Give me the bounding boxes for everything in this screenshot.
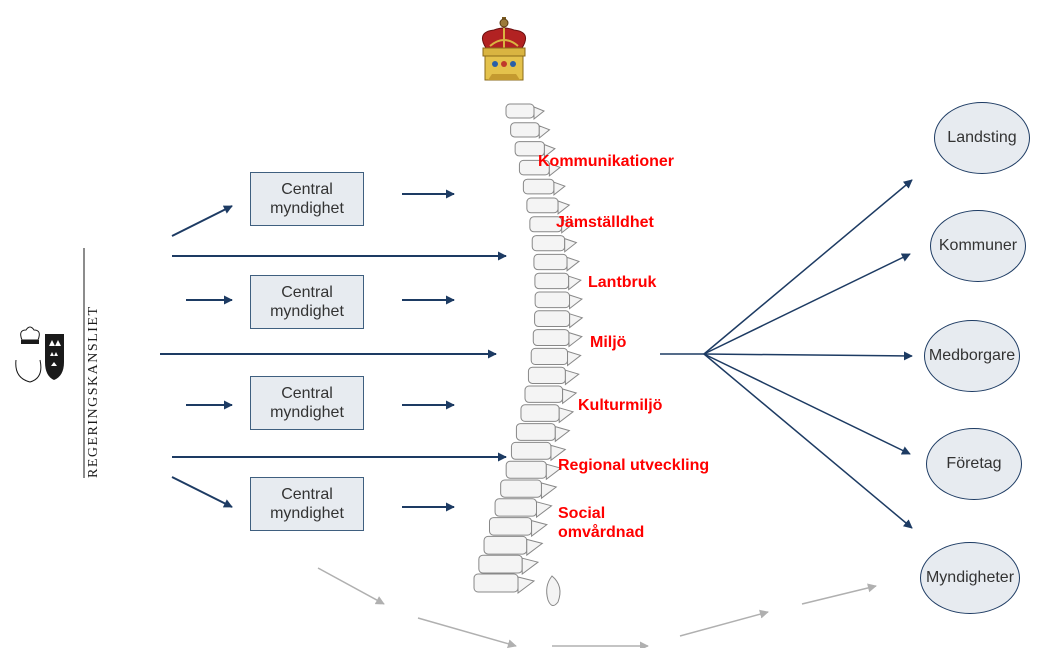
vertebra-process [559, 408, 573, 423]
vertebra [521, 405, 559, 422]
vertebra-process [568, 351, 581, 365]
topic-lantbruk: Lantbruk [588, 273, 656, 292]
vertebra-process [532, 521, 547, 537]
agency-box: Central myndighet [250, 275, 364, 329]
vertebra-process [570, 314, 583, 328]
vertebra-process [554, 182, 565, 195]
topic-miljo: Miljö [590, 333, 626, 352]
vertebra [484, 536, 527, 554]
topic-jamstalldhet: Jämställdhet [556, 213, 654, 232]
topic-social-omvardnad: Social omvårdnad [558, 504, 644, 542]
logo-wordmark: REGERINGSKANSLIET [86, 238, 116, 478]
agency-box-line2: myndighet [270, 504, 344, 523]
crown-icon [482, 17, 525, 80]
topic-regional-utveckling: Regional utveckling [558, 456, 709, 475]
outgoing-arrows [660, 180, 912, 528]
agency-box-line2: myndighet [270, 403, 344, 422]
vertebra-process [569, 276, 581, 289]
vertebra [506, 104, 534, 118]
vertebra [523, 179, 554, 194]
agency-box-line1: Central [281, 180, 333, 199]
vertebra [535, 311, 570, 327]
agency-box-line1: Central [281, 283, 333, 302]
vertebra [474, 574, 518, 592]
vertebra-process [534, 107, 544, 119]
vertebra [511, 123, 540, 137]
agency-box-line2: myndighet [270, 302, 344, 321]
target-foretag: Företag [926, 428, 1022, 500]
crown-shield-emblem [16, 248, 84, 478]
agency-box-line1: Central [281, 384, 333, 403]
vertebra-process [555, 427, 569, 442]
vertebra-process [565, 370, 578, 384]
vertebra-process [570, 295, 582, 309]
vertebra-process [518, 577, 534, 593]
topic-kulturmiljo: Kulturmiljö [578, 396, 662, 415]
agency-box: Central myndighet [250, 477, 364, 531]
target-landsting: Landsting [934, 102, 1030, 174]
arrow-to-medborgare [704, 354, 912, 356]
vertebra [531, 348, 567, 364]
vertebra-process [563, 389, 577, 403]
vertebra [535, 273, 569, 288]
vertebra [489, 518, 531, 536]
vertebra-process [537, 502, 552, 517]
vertebra-process [522, 558, 538, 574]
target-myndigheter: Myndigheter [920, 542, 1020, 614]
vertebra-process [541, 483, 556, 498]
arrow-to-kommuner [704, 254, 910, 354]
vertebra [532, 236, 564, 251]
vertebra-process [539, 126, 549, 138]
arrow-to-landsting [704, 180, 912, 354]
vertebra [479, 555, 522, 573]
vertebra [534, 254, 567, 269]
vertebra-process [569, 333, 582, 347]
agency-box: Central myndighet [250, 172, 364, 226]
vertebra-process [527, 539, 543, 555]
topic-social-line2: omvårdnad [558, 523, 644, 542]
faded-arrows [318, 568, 876, 646]
agency-box: Central myndighet [250, 376, 364, 430]
vertebra [535, 292, 569, 308]
vertebra [525, 386, 563, 402]
target-medborgare: Medborgare [924, 320, 1020, 392]
target-kommuner: Kommuner [930, 210, 1026, 282]
agency-box-line1: Central [281, 485, 333, 504]
arrow-to-box-1 [172, 206, 232, 236]
vertebra-process [565, 239, 577, 252]
coccyx [547, 576, 560, 606]
vertebra [501, 480, 542, 497]
topic-kommunikationer: Kommunikationer [538, 152, 674, 171]
incoming-arrows [160, 194, 506, 507]
arrow-to-box-4 [172, 477, 232, 507]
vertebra-process [558, 201, 569, 214]
vertebra [528, 367, 565, 383]
vertebra [527, 198, 558, 213]
vertebra [533, 330, 569, 346]
agency-box-line2: myndighet [270, 199, 344, 218]
arrow-to-foretag [704, 354, 910, 454]
vertebra-process [567, 257, 579, 270]
arrow-to-myndigheter [704, 354, 912, 528]
vertebra [506, 461, 546, 478]
vertebra [495, 499, 536, 516]
vertebra [516, 424, 555, 441]
topic-social-line1: Social [558, 504, 644, 523]
vertebra [511, 442, 551, 459]
